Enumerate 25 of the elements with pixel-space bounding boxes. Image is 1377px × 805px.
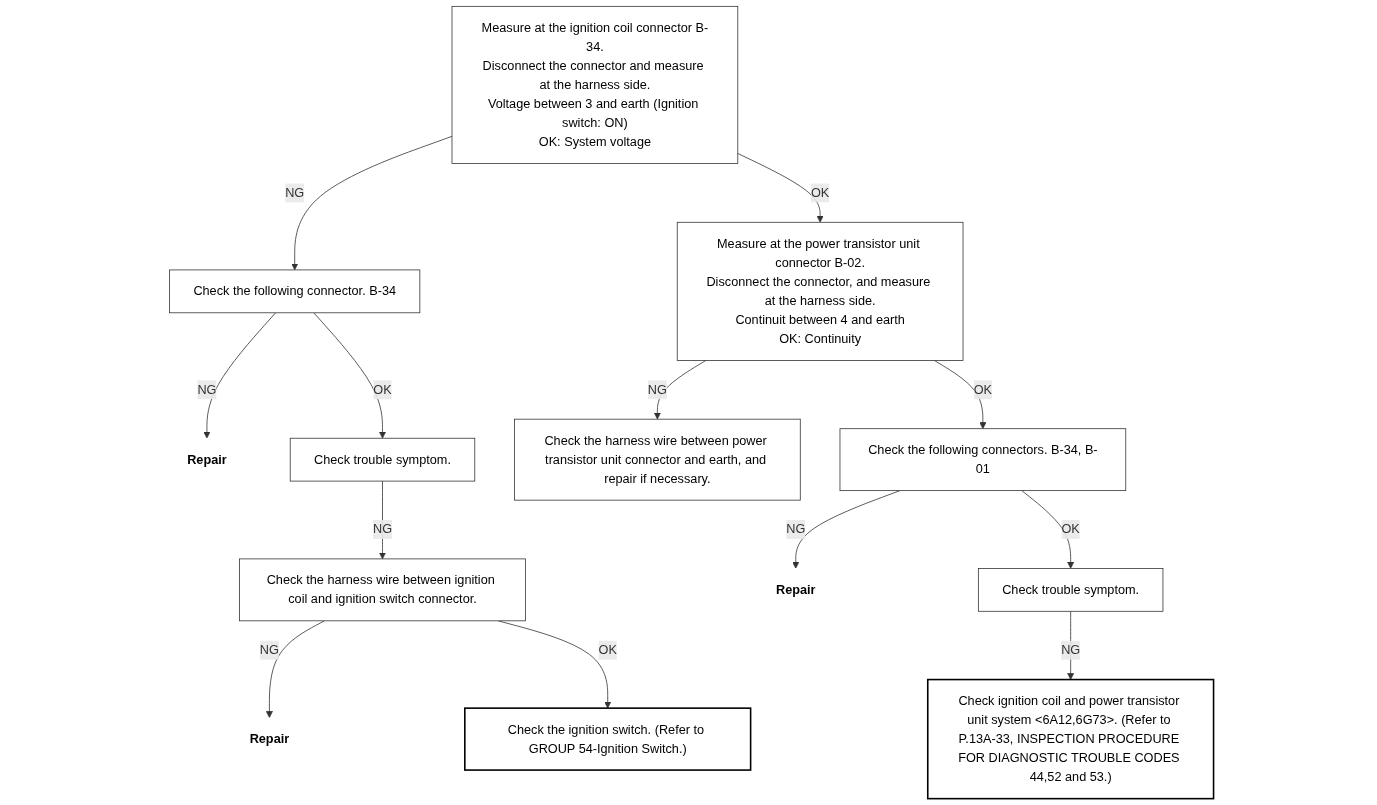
node-box: Measure at the ignition coil connector B-34. Disconnect the connector and measure at the harness side. Voltage between 3 and earth (Ignition switch: ON) OK: System voltage — [451, 5, 739, 164]
edge-label: OK — [1061, 522, 1080, 536]
node-box: Check trouble symptom. — [978, 568, 1164, 612]
node-box: Check the harness wire between power transistor unit connector and earth, and repair if necessary. — [514, 418, 801, 501]
edge-label: OK — [598, 643, 617, 657]
edge-label: NG — [285, 185, 305, 200]
edge-label: OK — [973, 382, 993, 397]
edge-label: NG — [259, 643, 279, 657]
node-box: Check the following connectors. B-34, B-01 — [839, 428, 1127, 491]
node-text: Repair — [776, 582, 816, 597]
node-text: Repair — [249, 731, 290, 746]
edge-label: NG — [1061, 643, 1081, 657]
node-box: Check ignition coil and power transistor unit system <6A12,6G73>. (Refer to P.13A-33, INSPECTION PROCEDURE FOR DIAGNOSTIC TROUBLE CODES 44,52 and 53.) — [927, 678, 1215, 800]
edge-label: NG — [373, 522, 393, 536]
edge-label: NG — [197, 382, 217, 397]
node-box: Check the harness wire between ignition coil and ignition switch connector. — [239, 558, 526, 622]
node-box: Check the ignition switch. (Refer to GROUP 54-Ignition Switch.) — [464, 707, 752, 771]
node-text: Repair — [187, 452, 227, 467]
node-box: Measure at the power transistor unit connector B-02. Disconnect the connector, and measure at the harness side. Continuit between 4 and earth OK: Continuity — [676, 221, 964, 361]
edge-label: OK — [810, 185, 830, 200]
edge-label: NG — [647, 382, 667, 397]
node-box: Check the following connector. B-34 — [169, 269, 421, 314]
edge-label: NG — [786, 522, 806, 536]
edge-label: OK — [373, 382, 392, 397]
node-box: Check trouble symptom. — [289, 437, 476, 482]
